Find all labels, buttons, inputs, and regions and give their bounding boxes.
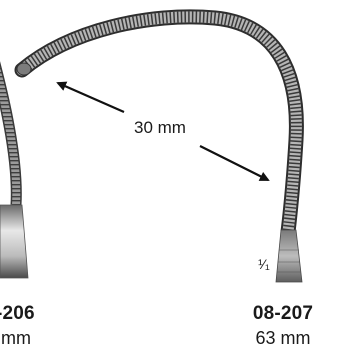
right-instrument (14, 9, 304, 283)
right-product-code: 08-207 (252, 303, 314, 324)
dimension-label: 30 mm (131, 119, 189, 136)
right-product-size: 63 mm (255, 328, 311, 348)
left-instrument (0, 61, 29, 279)
fraction-mark: ¹⁄₁ (258, 256, 270, 272)
left-product-size: mm (1, 328, 31, 348)
left-product-code: -206 (0, 303, 35, 324)
dimension-arrows (56, 81, 270, 181)
